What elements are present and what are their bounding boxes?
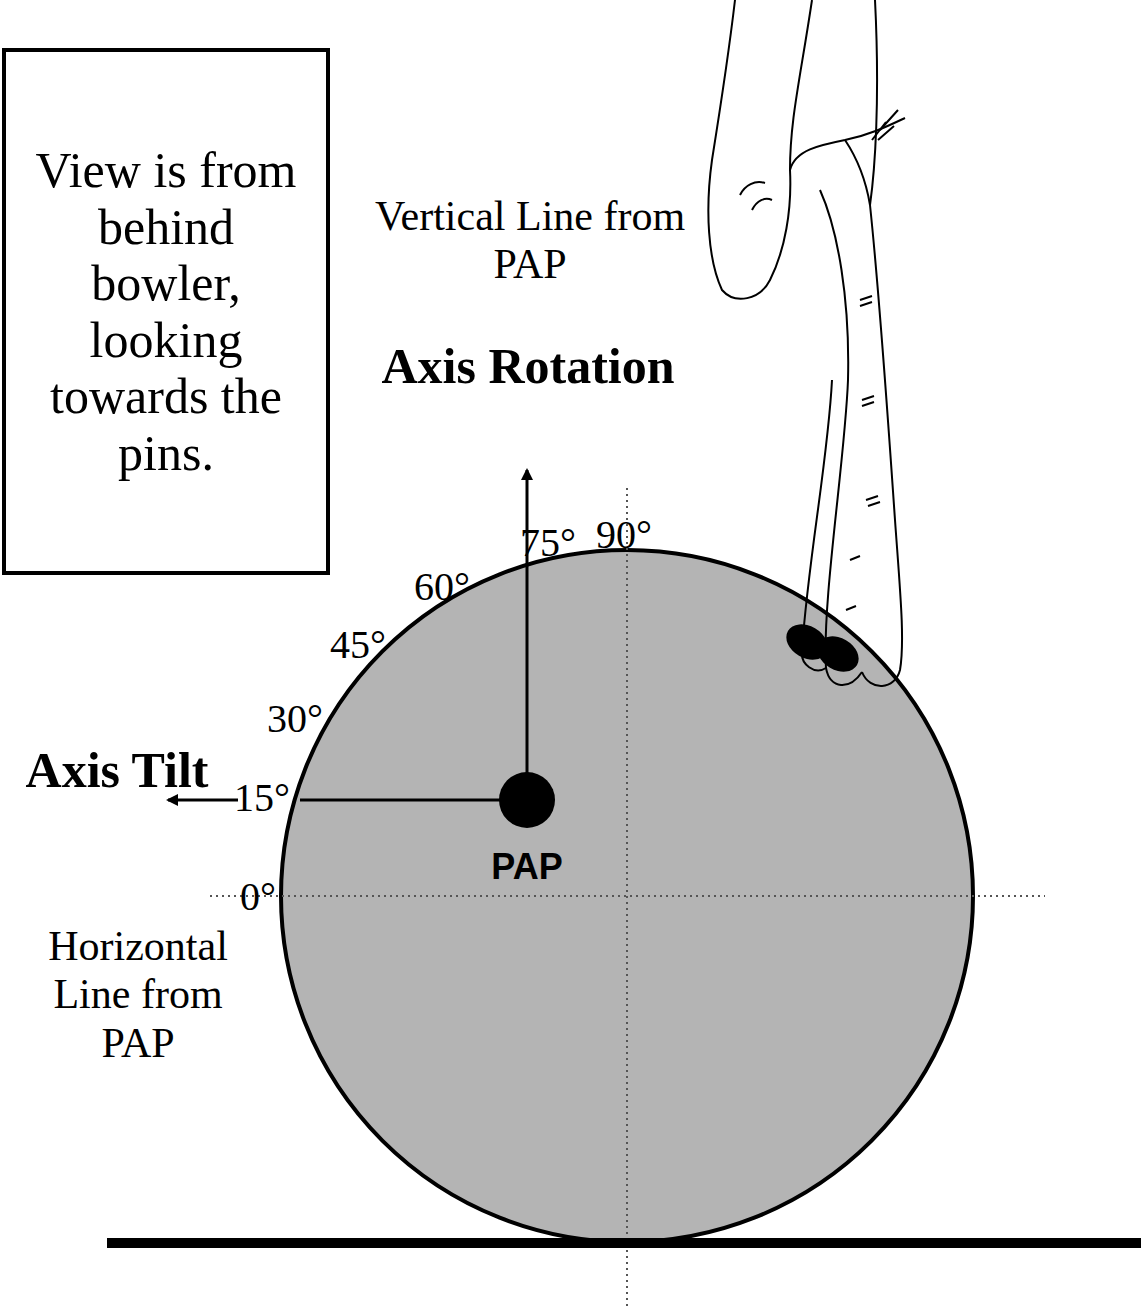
pap-dot (499, 772, 555, 828)
pap-horizontal-line (300, 799, 527, 802)
axis-title: Axis Tilt (17, 742, 217, 800)
degree-label: 75° (513, 520, 583, 566)
rotation-arrow (526, 470, 529, 512)
degree-label: 90° (589, 512, 659, 558)
bowler-hand (708, 0, 905, 686)
line-caption: Horizontal Line from PAP (13, 922, 263, 1067)
degree-label: 0° (228, 874, 288, 920)
degree-label: 60° (407, 564, 477, 610)
horizontal-axis-line (210, 895, 1045, 897)
vertical-axis-line (626, 488, 628, 1308)
axis-title: Axis Rotation (368, 338, 688, 396)
degree-label: 45° (323, 622, 393, 668)
line-caption: Vertical Line from PAP (370, 192, 690, 289)
point-label: PAP (467, 846, 587, 887)
note-box: View is from behind bowler, looking towa… (2, 48, 330, 575)
finger-hole (811, 629, 865, 679)
note-text: View is from behind bowler, looking towa… (18, 142, 314, 481)
degree-label: 30° (260, 696, 330, 742)
lane-floor (107, 1238, 1141, 1248)
degree-label: 15° (227, 775, 297, 821)
tilt-arrow (168, 799, 238, 802)
